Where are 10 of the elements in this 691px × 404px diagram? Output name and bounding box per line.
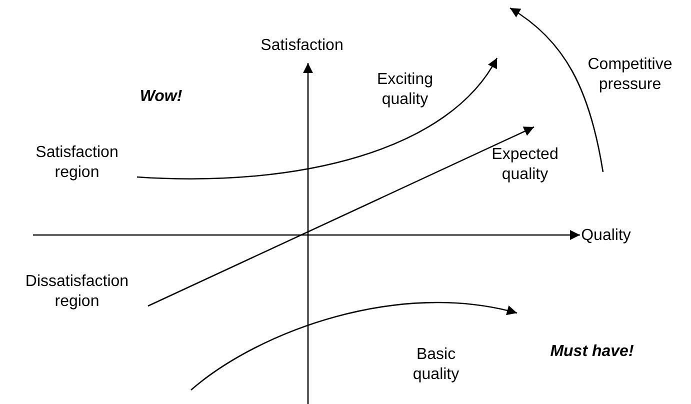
region-label: Satisfaction region (34, 143, 120, 183)
emphasis-note: Must have! (549, 342, 635, 362)
curve-label: Competitive pressure (586, 55, 674, 95)
region-label: Dissatisfaction region (24, 272, 130, 312)
curve-label: Exciting quality (376, 70, 434, 110)
curve-label: Basic quality (412, 345, 460, 385)
axis-label: Quality (580, 226, 632, 246)
emphasis-note: Wow! (138, 87, 184, 107)
curve-label: Expected quality (490, 145, 560, 185)
axis-label: Satisfaction (260, 36, 344, 56)
